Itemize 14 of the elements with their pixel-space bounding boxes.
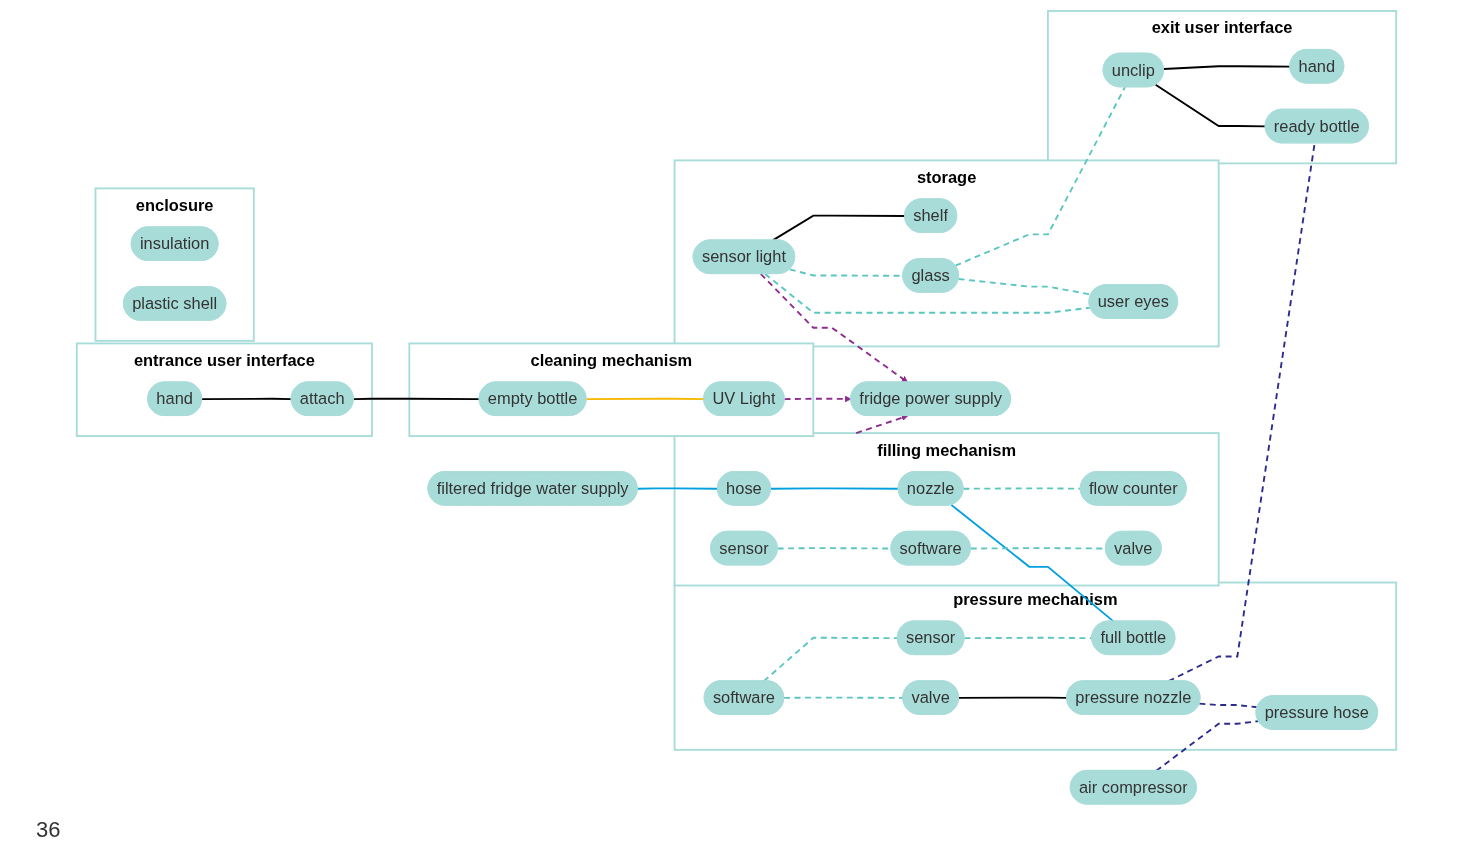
arrow xyxy=(759,273,908,383)
connector xyxy=(636,487,719,490)
arrow xyxy=(783,395,852,403)
connector xyxy=(1155,720,1260,772)
connector xyxy=(1154,83,1267,128)
connector xyxy=(201,397,293,401)
page-number: 36 xyxy=(36,817,61,842)
arrow xyxy=(855,414,908,435)
connector xyxy=(954,86,1126,267)
connector xyxy=(352,397,481,401)
connector xyxy=(769,487,900,490)
connector xyxy=(962,487,1082,490)
connector xyxy=(764,273,1092,314)
connector xyxy=(957,696,1068,699)
